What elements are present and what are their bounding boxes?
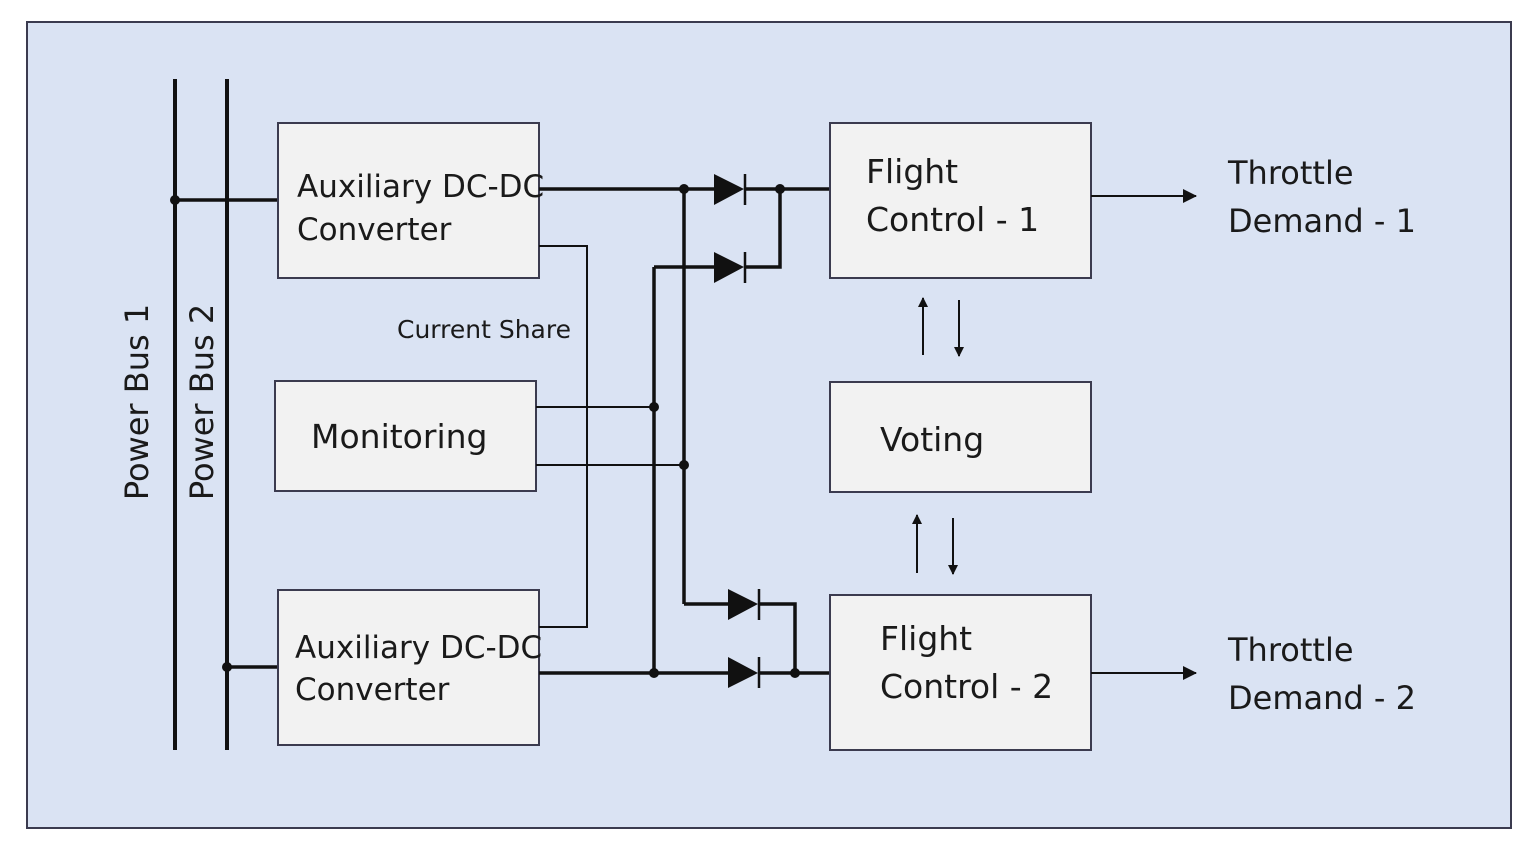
flight-control-1-block: Flight Control - 1 xyxy=(829,122,1092,279)
converter-2-block: Auxiliary DC-DC Converter xyxy=(277,589,542,746)
monitoring-label: Monitoring xyxy=(311,417,487,456)
converter-1-block: Auxiliary DC-DC Converter xyxy=(277,122,544,279)
power-bus-1-label: Power Bus 1 xyxy=(118,304,156,500)
diode-2-output-wire xyxy=(745,189,782,269)
converter-1-line2: Converter xyxy=(297,212,452,248)
power-bus-2-label: Power Bus 2 xyxy=(183,304,221,500)
fc2-input-junction xyxy=(790,668,800,678)
monitoring-tap-1-dot xyxy=(649,402,659,412)
flight-control-2-block: Flight Control - 2 xyxy=(829,594,1092,751)
throttle-demand-2-line2: Demand - 2 xyxy=(1228,679,1416,717)
monitoring-tap-2-dot xyxy=(679,460,689,470)
flight-control-2-line1: Flight xyxy=(880,619,972,658)
flight-control-1-line1: Flight xyxy=(866,152,958,191)
diode-3-output-wire xyxy=(759,602,797,673)
voting-block: Voting xyxy=(829,381,1092,493)
converter-2-line1: Auxiliary DC-DC xyxy=(295,630,542,666)
flight-control-2-line2: Control - 2 xyxy=(880,667,1053,706)
monitoring-block: Monitoring xyxy=(274,380,537,492)
fc1-input-junction xyxy=(775,184,785,194)
throttle-demand-2-line1: Throttle xyxy=(1227,631,1354,669)
current-share-label: Current Share xyxy=(397,315,571,344)
flight-control-1-line2: Control - 1 xyxy=(866,200,1039,239)
bus1-junction-dot xyxy=(170,195,180,205)
voting-label: Voting xyxy=(880,420,984,459)
converter-1-line1: Auxiliary DC-DC xyxy=(297,169,544,205)
throttle-demand-1-line1: Throttle xyxy=(1227,154,1354,192)
throttle-demand-1-line2: Demand - 1 xyxy=(1228,202,1416,240)
current-share-wire xyxy=(539,245,588,628)
bus2-junction-dot xyxy=(222,662,232,672)
converter-2-line2: Converter xyxy=(295,672,450,708)
